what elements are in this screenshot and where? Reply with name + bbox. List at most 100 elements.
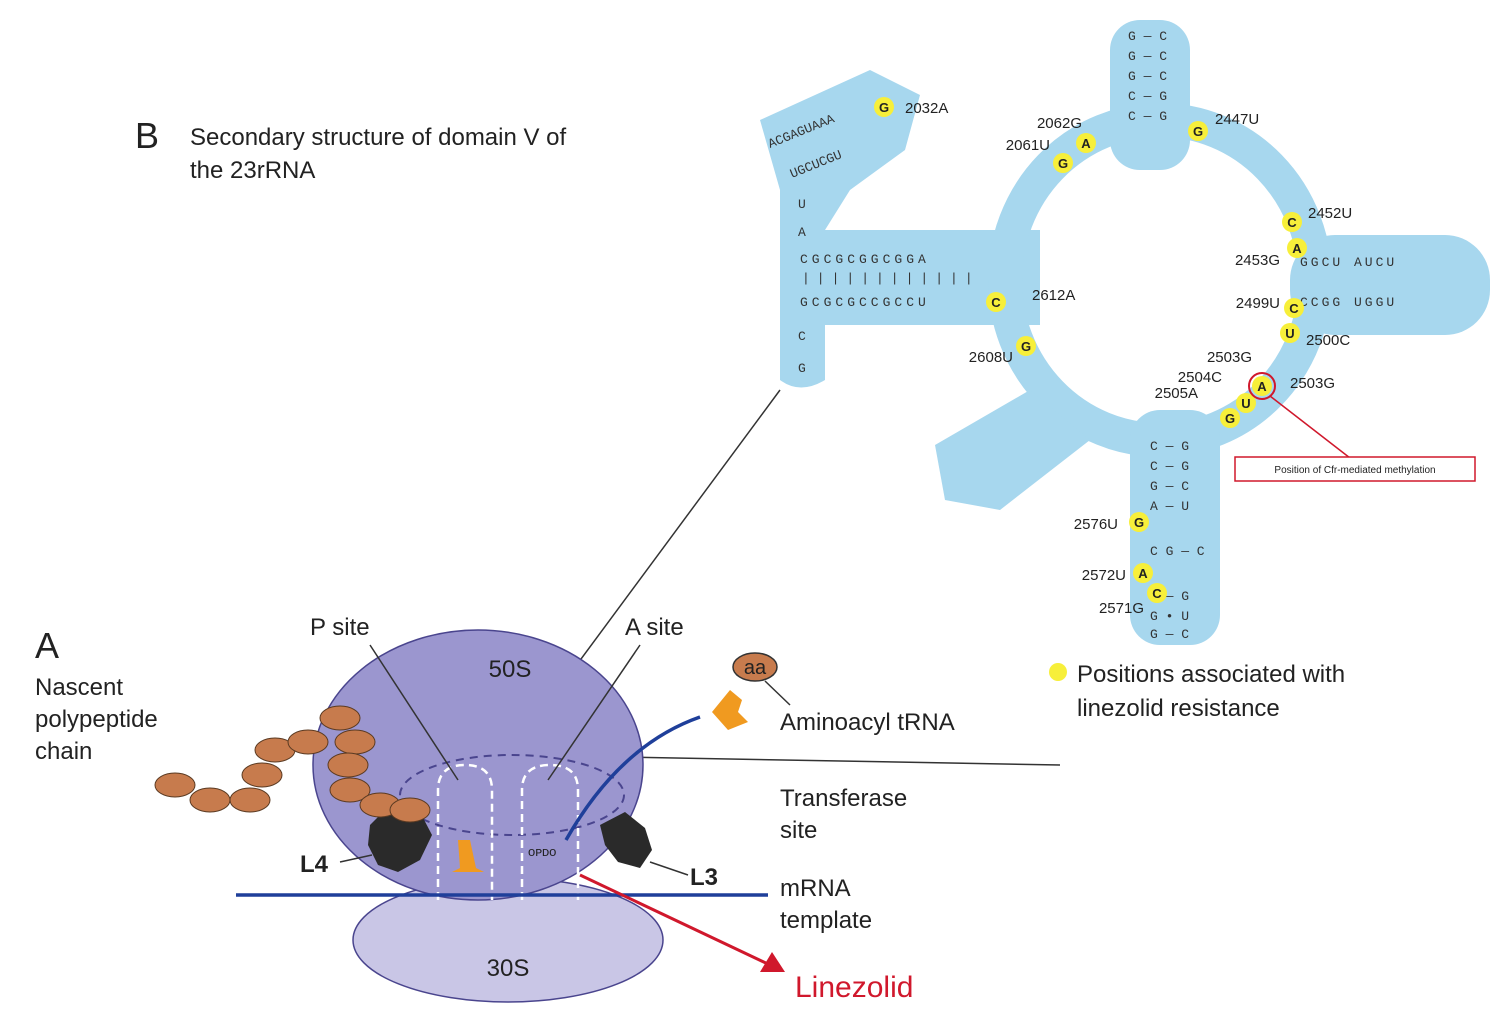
resistance-base-2571G: C [1152, 586, 1162, 601]
position-label-2500C: 2500C [1306, 332, 1350, 349]
amino-acid-bead [334, 729, 376, 755]
resistance-position-2505A [1220, 408, 1240, 428]
resistance-base-2062G: A [1081, 136, 1091, 151]
right-bottom-seq: CCGG UGGU [1300, 295, 1397, 310]
amino-acid-bead [319, 705, 361, 731]
resistance-position-2452U [1282, 212, 1302, 232]
a-site-slot [520, 763, 580, 900]
position-label-2612A: 2612A [1032, 287, 1075, 304]
resistance-base-2453G: A [1292, 241, 1302, 256]
bottom-stem-seq-8: G — C [1150, 627, 1189, 642]
amino-acid-bead [241, 762, 283, 788]
p-site-trna [452, 840, 484, 872]
nascent-line1: Nascent [35, 674, 123, 701]
resistance-position-2503G [1252, 376, 1272, 396]
resistance-position-2032A [874, 97, 894, 117]
resistance-position-2447U [1188, 121, 1208, 141]
resistance-base-2447U: G [1193, 124, 1203, 139]
l4-leader [339, 854, 373, 863]
bottom-stem-seq-2: C — G [1150, 459, 1189, 474]
rna-backbone-top-stem [1110, 20, 1190, 170]
resistance-position-2576U [1129, 512, 1149, 532]
top-stem-seq-1: G — C [1128, 29, 1167, 44]
position-label-2062G: 2062G [1037, 115, 1082, 132]
l4-label: L4 [300, 851, 329, 878]
nt-g: G [798, 361, 806, 376]
resistance-base-2608U: G [1021, 339, 1031, 354]
nt-a: A [798, 225, 806, 240]
nt-c: C [798, 329, 806, 344]
resistance-base-2504C: U [1241, 396, 1250, 411]
codon-glyphs: ᴏᴘᴅᴏ [528, 844, 556, 859]
resistance-position-2499U [1284, 298, 1304, 318]
position-label-2503G: 2503G [1207, 349, 1252, 366]
position-label-2503G-outer: 2503G [1290, 375, 1335, 392]
nt-u: U [798, 197, 806, 212]
resistance-base-2572U: A [1138, 566, 1148, 581]
bottom-stem-seq-4: A — U [1150, 499, 1189, 514]
position-label-2032A: 2032A [905, 100, 948, 117]
nascent-line2: polypeptide [35, 706, 158, 733]
amino-acid-bead [389, 797, 431, 823]
subunit-30s-label: 30S [487, 955, 530, 982]
legend-dot [1049, 663, 1067, 681]
resistance-position-2062G [1076, 133, 1096, 153]
bottom-stem-seq-3: G — C [1150, 479, 1189, 494]
panel-a-letter: A [35, 625, 59, 666]
panel-b-title-line1: Secondary structure of domain V of [190, 124, 567, 151]
amino-acid-bead [329, 777, 371, 803]
stem-pairs: |||||||||||| [802, 271, 980, 286]
methylation-box [1234, 456, 1476, 482]
p-site-slot [436, 763, 494, 900]
linezolid-arrowhead [760, 952, 785, 972]
right-top-seq: GGCU AUCU [1300, 255, 1397, 270]
resistance-base-2500C: U [1285, 326, 1294, 341]
p-site-label: P site [310, 614, 370, 641]
resistance-base-2505A: G [1225, 411, 1235, 426]
top-stem-seq-2: G — C [1128, 49, 1167, 64]
a-site-leader [547, 644, 641, 781]
rna-backbone-left-arm [760, 70, 1040, 388]
amino-acid-bead [229, 787, 271, 813]
amino-acid-bead [189, 787, 231, 813]
bottom-stem-seq-5: C G — C [1150, 544, 1205, 559]
trna-path [564, 715, 701, 841]
methylation-note: Position of Cfr-mediated methylation [1274, 465, 1435, 476]
a-site-label: A site [625, 614, 684, 641]
position-label-2505A: 2505A [1155, 385, 1198, 402]
resistance-base-2503G: A [1257, 379, 1267, 394]
lower-left-stem-seq: GCGCGCCGCCU [800, 295, 930, 310]
position-label-2452U: 2452U [1308, 205, 1352, 222]
position-label-2447U: 2447U [1215, 111, 1259, 128]
transferase-ring [399, 754, 625, 836]
resistance-positions: G 2032A A 2062G G 2061U G 2447U C 2452U A 2453G C 249… [874, 97, 1352, 617]
resistance-position-2572U [1133, 563, 1153, 583]
position-label-2572U: 2572U [1082, 567, 1126, 584]
resistance-base-2612A: C [991, 295, 1001, 310]
resistance-position-2453G [1287, 238, 1307, 258]
mrna-line2: template [780, 907, 872, 934]
bottom-stem-seq-1: C — G [1150, 439, 1189, 454]
position-label-2608U: 2608U [969, 349, 1013, 366]
bottom-stem-seq-7: G • U [1150, 609, 1189, 624]
polypeptide-chain [154, 705, 431, 823]
position-label-2576U: 2576U [1074, 516, 1118, 533]
resistance-base-2576U: G [1134, 515, 1144, 530]
resistance-base-2032A: G [879, 100, 889, 115]
resistance-base-2452U: C [1287, 215, 1297, 230]
amino-acid-bead [154, 772, 196, 798]
position-label-2061U: 2061U [1006, 137, 1050, 154]
legend-line2: linezolid resistance [1077, 695, 1280, 722]
l3-label: L3 [690, 864, 718, 891]
position-label-2499U: 2499U [1236, 295, 1280, 312]
linezolid-arrow-line [579, 873, 771, 967]
position-label-2453G: 2453G [1235, 252, 1280, 269]
p-site-leader [369, 644, 459, 781]
amino-acid-bead [327, 752, 369, 778]
rna-structure: ACGAGUAAA UGCUCGU U A C G CGCGCGGCGGA ||… [760, 20, 1490, 645]
resistance-position-2608U [1016, 336, 1036, 356]
methylation-ring [1248, 372, 1276, 400]
upper-left-stem-seq: CGCGCGGCGGA [800, 252, 930, 267]
